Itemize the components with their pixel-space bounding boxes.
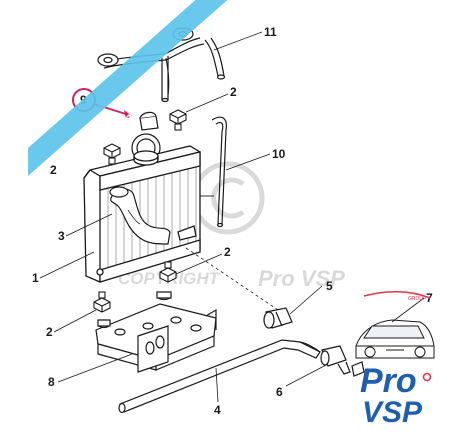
part-4-lower-pipe: [118, 339, 321, 414]
logo-vsp-text: VSP: [362, 396, 423, 429]
callout-2-right: 2: [224, 245, 231, 259]
callout-2-left: 2: [50, 163, 57, 177]
part-7-vehicle-thumbnail: [355, 319, 435, 359]
part-3-upper-hose: [109, 186, 171, 245]
part-10-overflow-pipe: [200, 116, 227, 228]
logo-accent-dot: [422, 372, 432, 382]
callout-4: 4: [214, 403, 221, 417]
callout-11: 11: [264, 25, 277, 39]
part-2-mount-bottom-left: [93, 291, 111, 313]
logo-pro-text: Pro: [360, 362, 417, 400]
callout-3: 3: [58, 229, 65, 243]
provsp-logo: Pro VSP GROUP: [360, 290, 432, 429]
callout-10: 10: [272, 147, 286, 161]
callout-labels: 11 9 2 10 2 3 2 1 5 7 2 8 6 4: [32, 25, 433, 417]
brand-watermark-text: Pro VSP: [258, 266, 345, 291]
part-5-sleeve: [263, 307, 293, 329]
part-6-connector: [320, 345, 365, 377]
logo-group-tag: GROUP: [408, 296, 427, 302]
callout-5: 5: [326, 279, 333, 293]
part-2-mount-top: [169, 109, 187, 131]
callout-2-top: 2: [230, 85, 237, 99]
part-2-mount-bottom-right: [159, 261, 177, 283]
assembly-dashed-line: [185, 247, 291, 319]
leader-lines: [39, 31, 425, 403]
part-8-bracket: [95, 291, 217, 373]
callout-8: 8: [48, 375, 55, 389]
logo-swoosh: [363, 290, 431, 299]
part-1-radiator: [83, 145, 201, 283]
part-2-mount-left: [103, 143, 121, 165]
callout-6: 6: [276, 385, 283, 399]
callout-1: 1: [32, 271, 39, 285]
callout-2-bottom: 2: [46, 325, 53, 339]
